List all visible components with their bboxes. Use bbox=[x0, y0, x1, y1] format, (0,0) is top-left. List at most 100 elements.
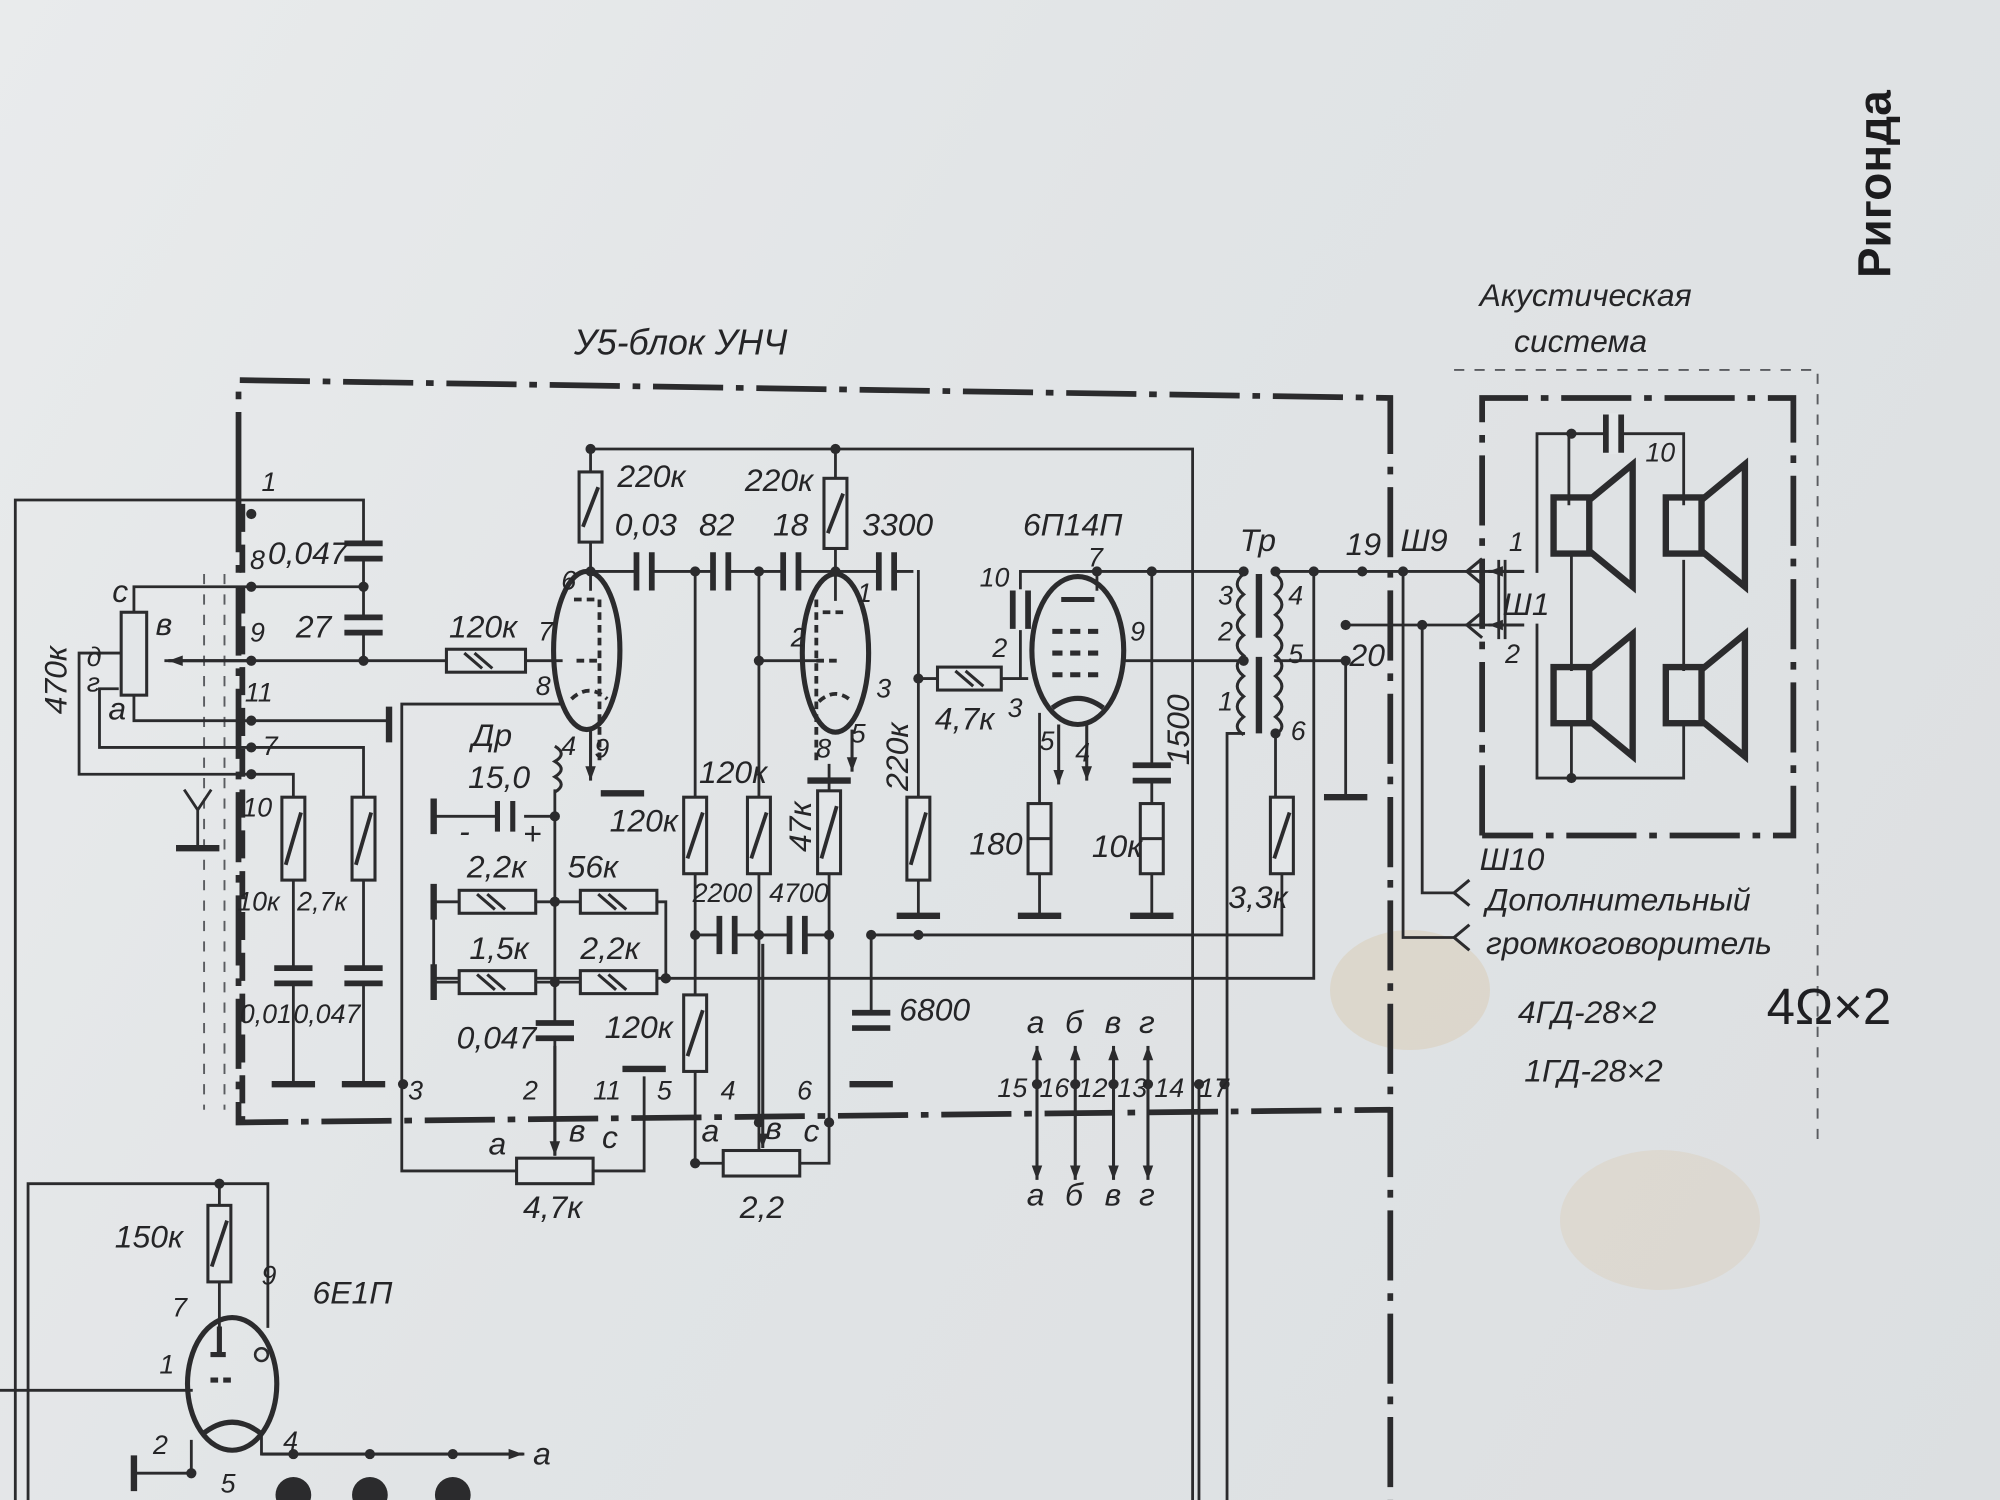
label-r-2-2k-a: 2,2к bbox=[466, 849, 528, 885]
pin: 4 bbox=[721, 1075, 736, 1105]
label-pot-2-2: 2,2 bbox=[739, 1189, 785, 1225]
junction-dot bbox=[690, 1158, 701, 1169]
jack-sh10-label: Ш10 bbox=[1480, 841, 1545, 877]
capacitor-symbol bbox=[875, 552, 898, 591]
potentiometer-4-7k bbox=[515, 1156, 595, 1186]
junction-dot bbox=[246, 742, 257, 753]
capacitor-gap bbox=[534, 1021, 576, 1040]
junction-dot bbox=[1417, 619, 1428, 631]
paper-stain bbox=[1330, 930, 1490, 1050]
tube-pin: 5 bbox=[851, 718, 866, 748]
arrow-head bbox=[585, 766, 596, 781]
capacitor-gap bbox=[718, 914, 736, 956]
tube-pin: 10 bbox=[980, 563, 1010, 593]
capacitor-gap bbox=[343, 616, 384, 634]
tube-pin: 7 bbox=[538, 616, 554, 646]
label-c-27: 27 bbox=[295, 609, 333, 645]
wires bbox=[0, 432, 1686, 1500]
resistor-hatch bbox=[1272, 811, 1292, 860]
pin: 7 bbox=[263, 731, 279, 761]
junction-dot bbox=[1308, 566, 1319, 577]
speaker-connector-label: Ш1 bbox=[1503, 586, 1550, 622]
tube-6e1p-electrodes bbox=[199, 1326, 265, 1437]
capacitor-gap bbox=[343, 966, 384, 985]
pin: 17 bbox=[1199, 1073, 1230, 1103]
tube-pin: 9 bbox=[1130, 616, 1145, 646]
junction-dot bbox=[447, 1448, 458, 1460]
resistor-hatch bbox=[908, 811, 928, 866]
resistor-hatch bbox=[685, 811, 705, 860]
transformer-primary bbox=[1235, 572, 1247, 737]
junction-dot bbox=[690, 566, 701, 577]
label-c-4700: 4700 bbox=[769, 878, 829, 908]
arrow-head bbox=[1081, 766, 1092, 781]
resistor-hatch bbox=[581, 486, 600, 528]
tube-pin: 9 bbox=[594, 734, 609, 764]
resistor-hatch bbox=[597, 892, 628, 911]
junction-dot bbox=[830, 443, 841, 455]
arrow-head bbox=[1142, 1045, 1154, 1061]
tube-pin: 3 bbox=[1008, 693, 1023, 723]
speaker-magnet bbox=[1550, 494, 1593, 557]
arrow-head bbox=[1488, 619, 1503, 631]
label-r-150k: 150к bbox=[115, 1218, 185, 1254]
speaker-cone bbox=[1699, 457, 1749, 594]
pot-letter: с bbox=[112, 573, 128, 609]
jack-socket bbox=[1451, 878, 1471, 907]
junction-dot bbox=[549, 811, 560, 822]
junction-dot bbox=[1091, 566, 1103, 577]
capacitor-symbol bbox=[535, 1020, 574, 1042]
resistor-symbol bbox=[444, 647, 528, 674]
arrow-head bbox=[846, 757, 858, 772]
label-c-001: 0,01 bbox=[240, 999, 292, 1029]
arrow-head bbox=[1031, 1165, 1043, 1180]
capacitor-symbol bbox=[344, 614, 383, 636]
pin: 20 bbox=[1348, 637, 1385, 673]
label-c-82: 82 bbox=[699, 507, 735, 543]
arrow-head bbox=[1142, 1165, 1154, 1180]
arrow-head bbox=[168, 655, 183, 666]
capacitor-gap bbox=[1011, 589, 1030, 631]
junction-dot bbox=[1142, 1079, 1154, 1090]
junction-dot bbox=[1566, 428, 1577, 439]
brand-label: Ригонда bbox=[1848, 90, 1900, 278]
tube-pin: 4 bbox=[561, 731, 576, 761]
component-labels: 220к 220к 0,03 82 18 3300 0,047 27 120к … bbox=[37, 458, 1289, 1310]
bus-letter: г bbox=[1139, 1004, 1155, 1040]
pin: 1 bbox=[261, 467, 276, 497]
label-pot-4-7k: 4,7к bbox=[523, 1189, 584, 1225]
junction-dot bbox=[913, 929, 924, 941]
tr-pin: 6 bbox=[1291, 716, 1306, 746]
label-r-180: 180 bbox=[969, 826, 1022, 862]
junction-dot bbox=[246, 769, 257, 780]
pin: 3 bbox=[408, 1075, 423, 1105]
label-r-220k-b: 220к bbox=[744, 462, 815, 498]
capacitor-gap bbox=[1604, 413, 1623, 455]
capacitor-symbol bbox=[716, 915, 738, 955]
block-title: У5-блок УНЧ bbox=[573, 323, 788, 363]
junction-dot bbox=[913, 673, 924, 684]
pin: 10 bbox=[242, 792, 272, 822]
pin-labels: 1 8 9 11 7 10 3 2 11 5 4 6 19 20 15 16 1… bbox=[87, 467, 1385, 1498]
paper-stain bbox=[1560, 1150, 1760, 1290]
junction-dot bbox=[214, 1178, 225, 1189]
junction-dot bbox=[660, 973, 671, 984]
label-transformer: Тр bbox=[1240, 522, 1276, 558]
speaker-system-title: Акустическая bbox=[1478, 277, 1692, 313]
speaker-box-boundary bbox=[1479, 395, 1797, 839]
junction-dot bbox=[549, 977, 560, 988]
junction-dot bbox=[1340, 619, 1351, 631]
pot-letter: с bbox=[602, 1119, 618, 1155]
junction-dot bbox=[585, 443, 596, 455]
pot-letter: в bbox=[156, 606, 173, 642]
resistor-hatch bbox=[354, 811, 374, 866]
capacitor-symbol bbox=[344, 540, 383, 562]
junction-dot bbox=[1146, 566, 1157, 577]
pot-letter: в bbox=[569, 1113, 586, 1149]
label-r-4-7k: 4,7к bbox=[935, 701, 996, 737]
junction-dot bbox=[1193, 1079, 1205, 1090]
resistor-hatch bbox=[209, 1220, 229, 1268]
tube-pin: 5 bbox=[1040, 726, 1055, 756]
junction-dot bbox=[1031, 1079, 1043, 1090]
extra-speaker-label-1: Дополнительный bbox=[1483, 882, 1751, 918]
